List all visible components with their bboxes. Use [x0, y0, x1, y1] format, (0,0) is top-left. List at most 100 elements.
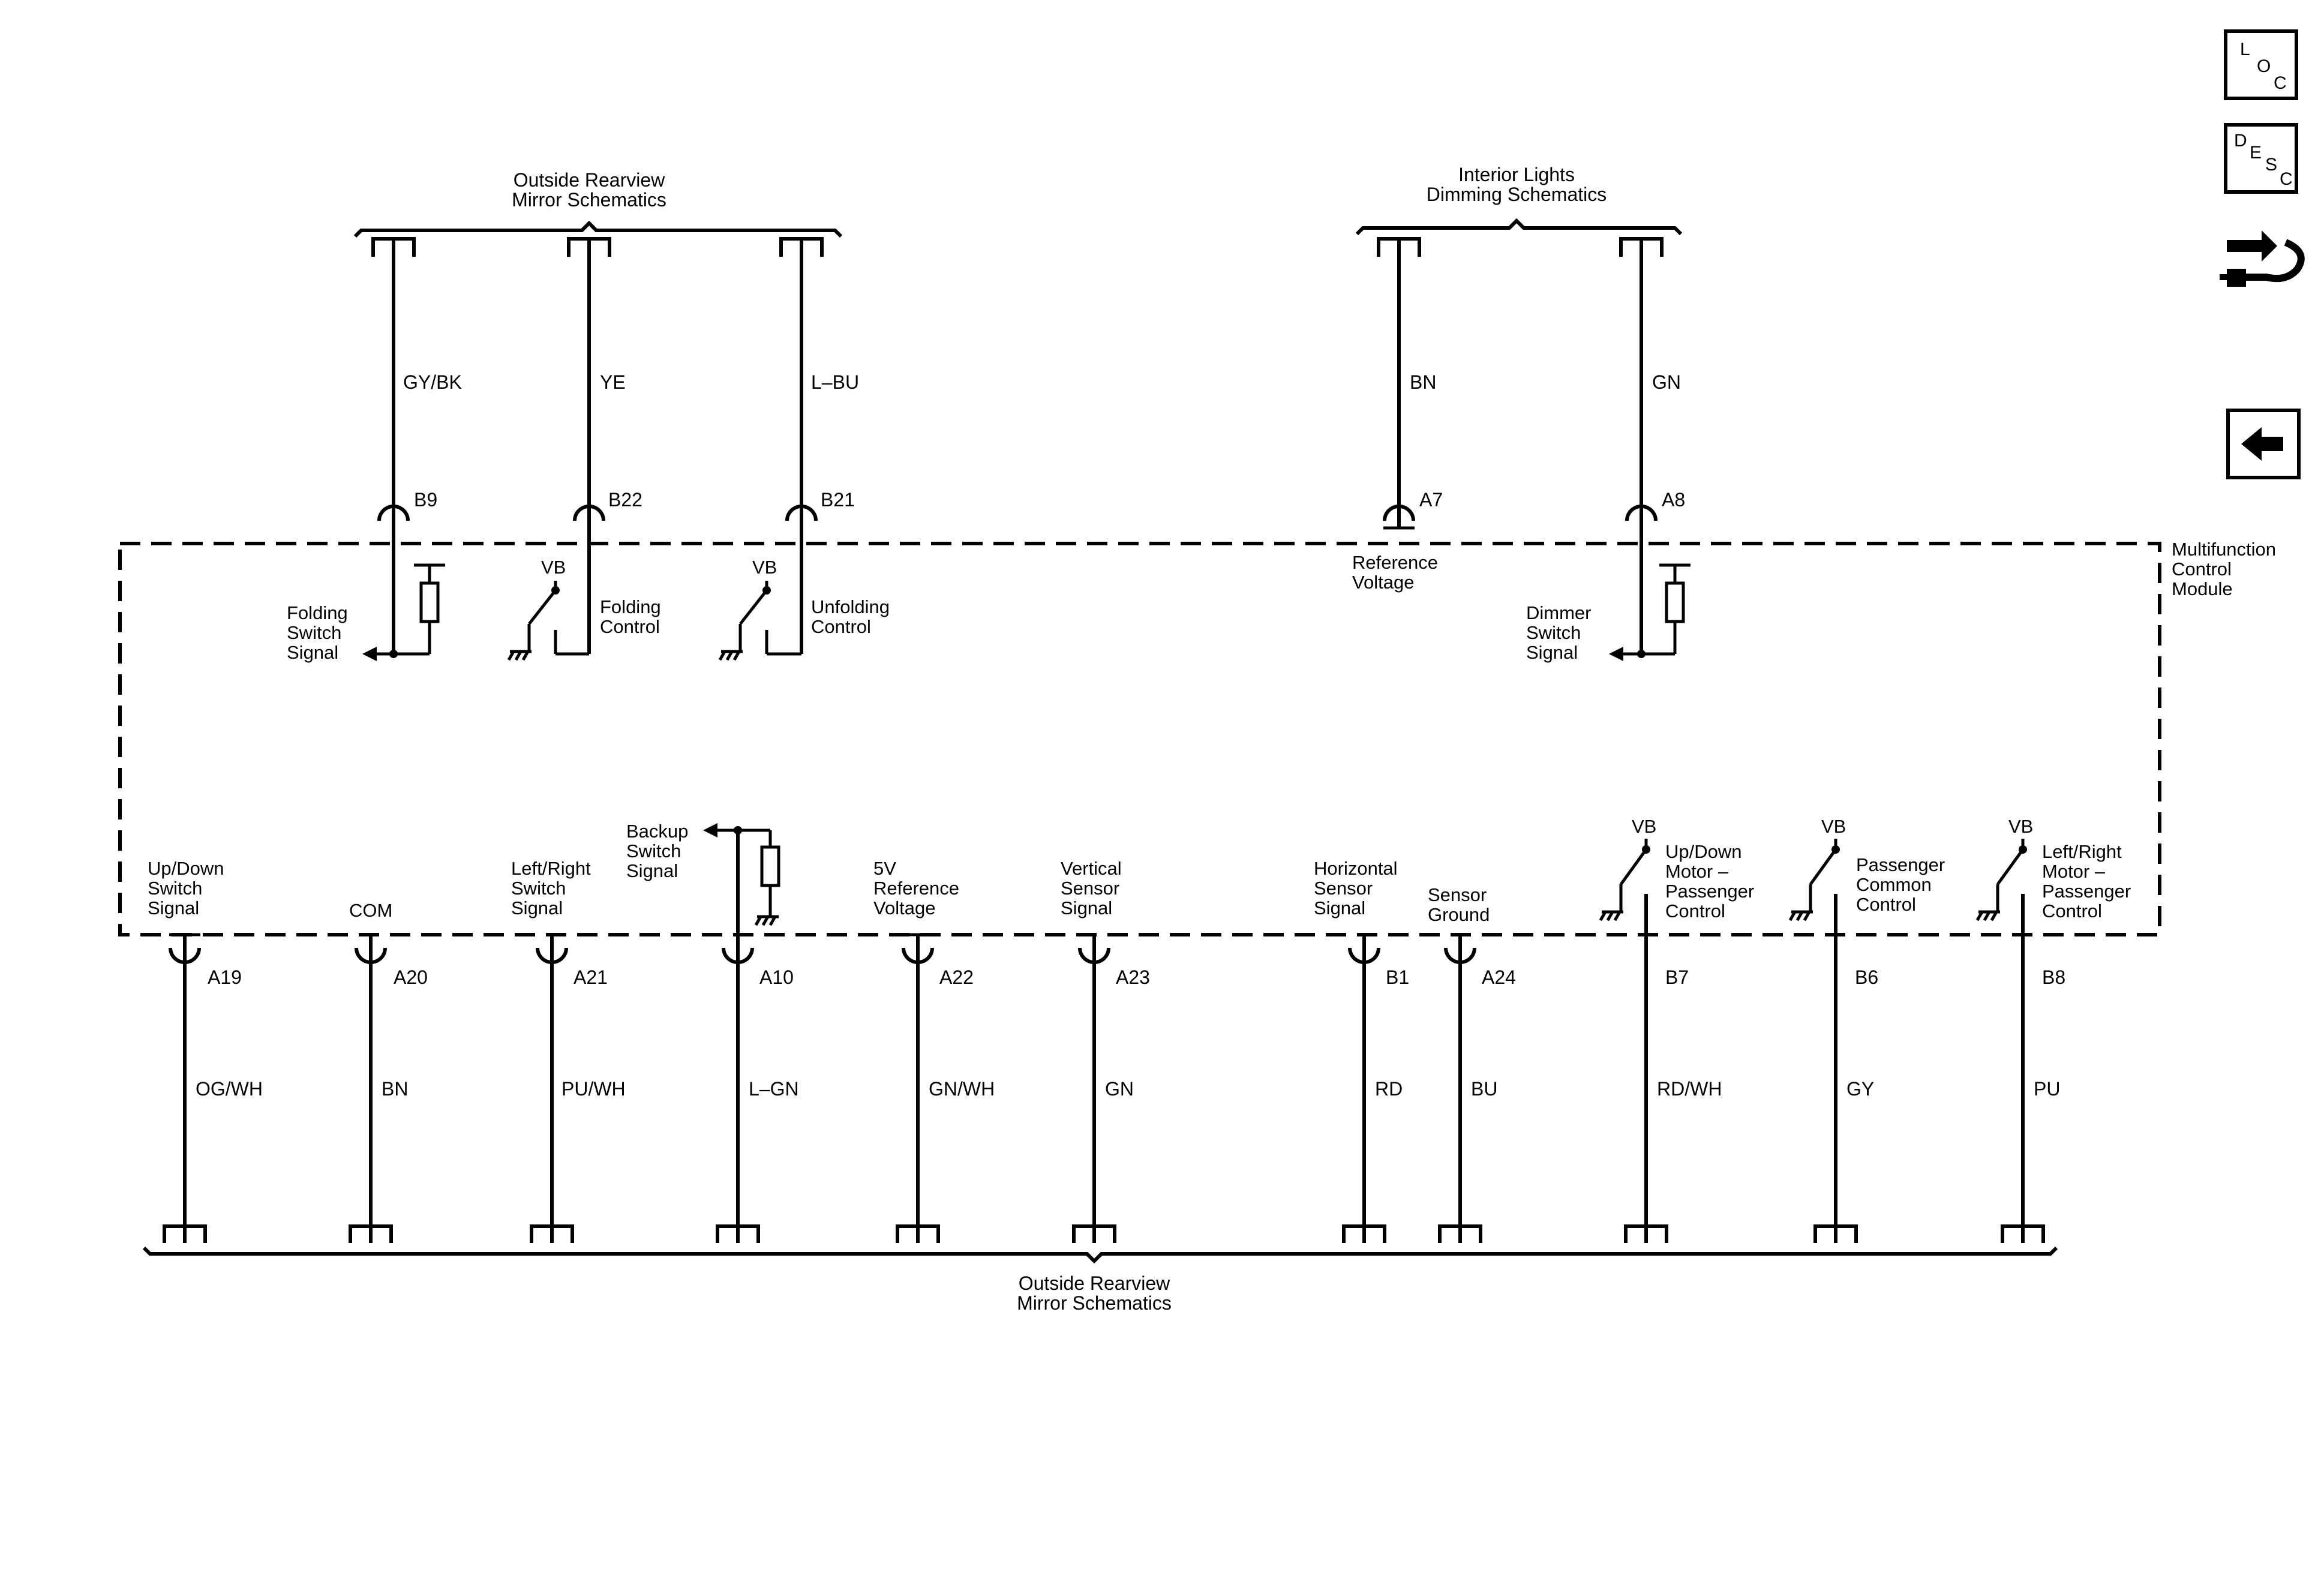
bottom-group-brace: Outside Rearview Mirror Schematics — [142, 1246, 2058, 1314]
pin-b9: B9 — [414, 489, 437, 511]
pin-a20: A20 — [394, 966, 428, 988]
func-dimmer-2: Switch — [1526, 622, 1581, 643]
loc-letter-o: O — [2257, 56, 2271, 76]
wire-color-bu: BU — [1471, 1078, 1497, 1100]
func-b7-2: Motor – — [1665, 861, 1729, 882]
func-a23-1: Vertical — [1061, 858, 1122, 879]
func-b1-1: Horizontal — [1314, 858, 1398, 879]
circuit-a22: 5V Reference Voltage A22 GN/WH — [873, 858, 995, 1243]
func-b1-3: Signal — [1314, 897, 1365, 918]
func-folding-control-2: Control — [600, 616, 660, 637]
top-left-group-label-2: Mirror Schematics — [512, 189, 666, 211]
folding-switch-signal-circuit: Folding Switch Signal — [287, 563, 445, 663]
func-a24-2: Ground — [1428, 904, 1490, 925]
folding-control-switch: VB Folding Control — [507, 557, 661, 661]
circuit-b7: VB Up/Down Motor – Passenger Control B7 … — [1599, 816, 1754, 1243]
func-b6-3: Control — [1856, 894, 1916, 915]
func-b6-1: Passenger — [1856, 854, 1945, 875]
func-a24-1: Sensor — [1428, 884, 1487, 905]
func-b7-4: Control — [1665, 900, 1725, 921]
wire-color-rd: RD — [1375, 1078, 1403, 1100]
loc-button[interactable]: L O C — [2224, 29, 2298, 100]
func-unfolding-control-2: Control — [811, 616, 871, 637]
wire-color-gy: GY — [1846, 1078, 1874, 1100]
desc-button[interactable]: D E S C — [2224, 123, 2298, 194]
module-boundary — [118, 542, 2161, 936]
wire-color-gn-bottom: GN — [1105, 1078, 1134, 1100]
func-a10-3: Signal — [626, 860, 678, 881]
func-b7-3: Passenger — [1665, 881, 1754, 902]
func-dimmer-3: Signal — [1526, 642, 1578, 663]
func-a21-2: Switch — [511, 878, 566, 899]
vb-unfolding: VB — [752, 557, 777, 578]
func-b1-2: Sensor — [1314, 878, 1373, 899]
func-a19-3: Signal — [148, 897, 199, 918]
func-a23-3: Signal — [1061, 897, 1112, 918]
func-b6-2: Common — [1856, 874, 1932, 895]
dimmer-switch-signal-circuit: Dimmer Switch Signal — [1526, 563, 1691, 663]
func-a22-1: 5V — [873, 858, 896, 879]
circuit-b21: L–BU B21 — [779, 237, 859, 654]
func-b7-1: Up/Down — [1665, 841, 1742, 862]
wire-color-pu: PU — [2034, 1078, 2060, 1100]
top-left-group-brace: Outside Rearview Mirror Schematics — [353, 169, 843, 238]
wire-color-l-bu: L–BU — [811, 371, 859, 393]
func-a21-1: Left/Right — [511, 858, 591, 879]
func-dimmer-1: Dimmer — [1526, 602, 1592, 623]
wire-color-l-gn: L–GN — [749, 1078, 799, 1100]
circuit-a24: Sensor Ground A24 BU — [1428, 884, 1516, 1243]
pin-a19: A19 — [208, 966, 242, 988]
func-a22-3: Voltage — [873, 897, 935, 918]
circuit-b22: YE B22 — [567, 237, 642, 654]
wire-color-gn-wh: GN/WH — [929, 1078, 995, 1100]
circuit-b1: Horizontal Sensor Signal B1 RD — [1314, 858, 1409, 1243]
desc-letter-s: S — [2265, 155, 2277, 175]
circuit-a19: Up/Down Switch Signal A19 OG/WH — [148, 858, 263, 1243]
wire-color-bn-bottom: BN — [382, 1078, 408, 1100]
module-label-2: Control — [2172, 559, 2232, 580]
circuit-a21: Left/Right Switch Signal A21 PU/WH — [511, 858, 626, 1243]
func-unfolding-control-1: Unfolding — [811, 596, 890, 617]
back-button[interactable] — [2226, 409, 2301, 479]
func-folding-control-1: Folding — [600, 596, 661, 617]
func-a23-2: Sensor — [1061, 878, 1119, 899]
func-a10-2: Switch — [626, 840, 681, 861]
func-folding-2: Switch — [287, 622, 341, 643]
func-a22-2: Reference — [873, 878, 959, 899]
bottom-group-label-2: Mirror Schematics — [1017, 1292, 1172, 1314]
desc-letter-c: C — [2280, 169, 2293, 189]
desc-letter-d: D — [2234, 131, 2247, 151]
top-left-group-label-1: Outside Rearview — [514, 169, 665, 191]
module-label-1: Multifunction — [2172, 539, 2276, 560]
func-b8-2: Motor – — [2042, 861, 2106, 882]
wire-color-gn-top: GN — [1652, 371, 1681, 393]
pin-a7: A7 — [1419, 489, 1443, 511]
circuit-a23: Vertical Sensor Signal A23 GN — [1061, 858, 1150, 1243]
wire-color-rd-wh: RD/WH — [1657, 1078, 1722, 1100]
loc-letter-c: C — [2274, 73, 2287, 93]
connector-harness-icon[interactable] — [2220, 230, 2305, 287]
func-a19-1: Up/Down — [148, 858, 224, 879]
module-label: Multifunction Control Module — [2172, 539, 2276, 599]
unfolding-control-switch: VB Unfolding Control — [718, 557, 890, 661]
circuit-b6: VB Passenger Common Control B6 GY — [1788, 816, 1945, 1243]
pin-a22: A22 — [939, 966, 974, 988]
wire-color-bn-top: BN — [1410, 371, 1436, 393]
loc-letter-l: L — [2240, 40, 2250, 59]
vb-b8: VB — [2008, 816, 2033, 837]
module-label-3: Module — [2172, 578, 2233, 599]
reference-voltage-circuit: Reference Voltage — [1352, 526, 1438, 593]
wire-color-og-wh: OG/WH — [196, 1078, 263, 1100]
func-b8-1: Left/Right — [2042, 841, 2122, 862]
pin-b8: B8 — [2042, 966, 2065, 988]
func-a19-2: Switch — [148, 878, 202, 899]
circuit-b8: VB Left/Right Motor – Passenger Control … — [1975, 816, 2131, 1243]
pin-a21: A21 — [574, 966, 608, 988]
func-reference-voltage-2: Voltage — [1352, 572, 1414, 593]
func-a20-1: COM — [349, 900, 392, 921]
top-right-group-brace: Interior Lights Dimming Schematics — [1355, 164, 1683, 236]
pin-b7: B7 — [1665, 966, 1689, 988]
pin-a24: A24 — [1482, 966, 1516, 988]
func-a21-3: Signal — [511, 897, 563, 918]
